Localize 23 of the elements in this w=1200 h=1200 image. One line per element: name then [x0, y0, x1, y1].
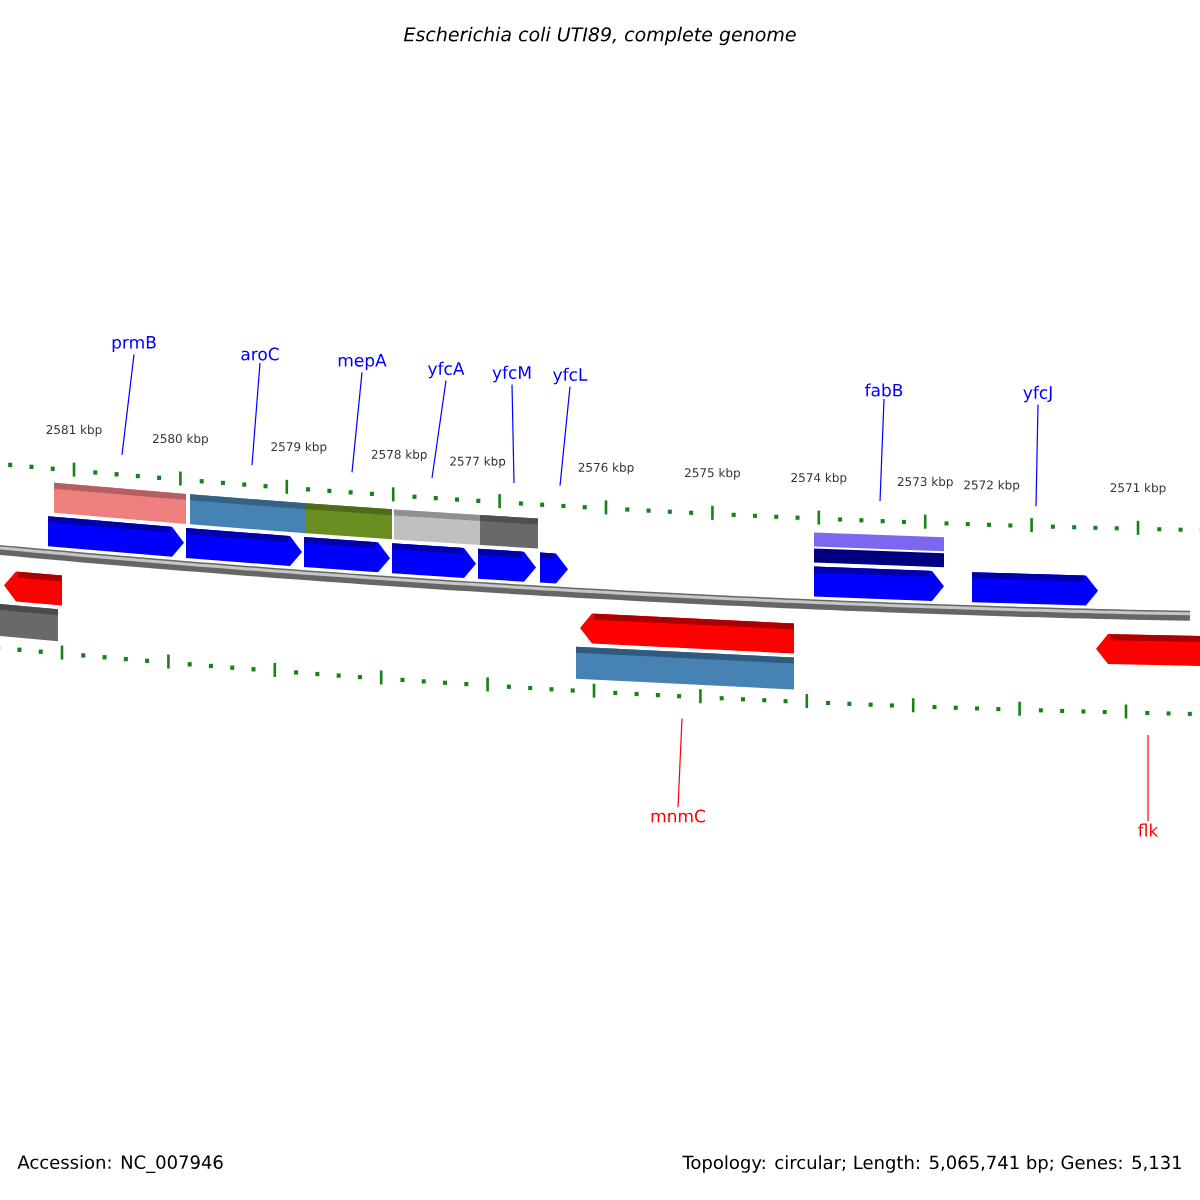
leader-line	[431, 380, 447, 479]
gene-label: fabB	[864, 383, 903, 397]
leader-line	[511, 384, 515, 484]
gene-label: yfcM	[492, 365, 531, 383]
gene-label: aroC	[241, 347, 279, 361]
gene-label: yfcJ	[1023, 385, 1052, 403]
gene-label: yfcL	[553, 367, 588, 385]
genome-stats-text: Topology: circular; Length: 5,065,741 bp; Genes: 5,131	[682, 1155, 1181, 1173]
leader-line	[1035, 404, 1039, 507]
gene-label: mepA	[338, 354, 387, 370]
accession-text: Accession: NC_007946	[17, 1155, 223, 1173]
gene-label: flk	[1138, 823, 1159, 837]
gene-label: mnmC	[651, 809, 705, 823]
genome-title: Escherichia coli UTI89, complete genome	[403, 26, 796, 46]
gene-label: yfcA	[428, 361, 465, 379]
leader-line	[121, 353, 135, 456]
leader-line	[1147, 734, 1149, 822]
leader-line	[559, 386, 571, 487]
leader-line	[351, 371, 363, 473]
leader-line	[677, 717, 683, 808]
leader-line	[251, 362, 261, 466]
gene-label: prmB	[112, 336, 156, 352]
leader-line	[879, 398, 885, 502]
